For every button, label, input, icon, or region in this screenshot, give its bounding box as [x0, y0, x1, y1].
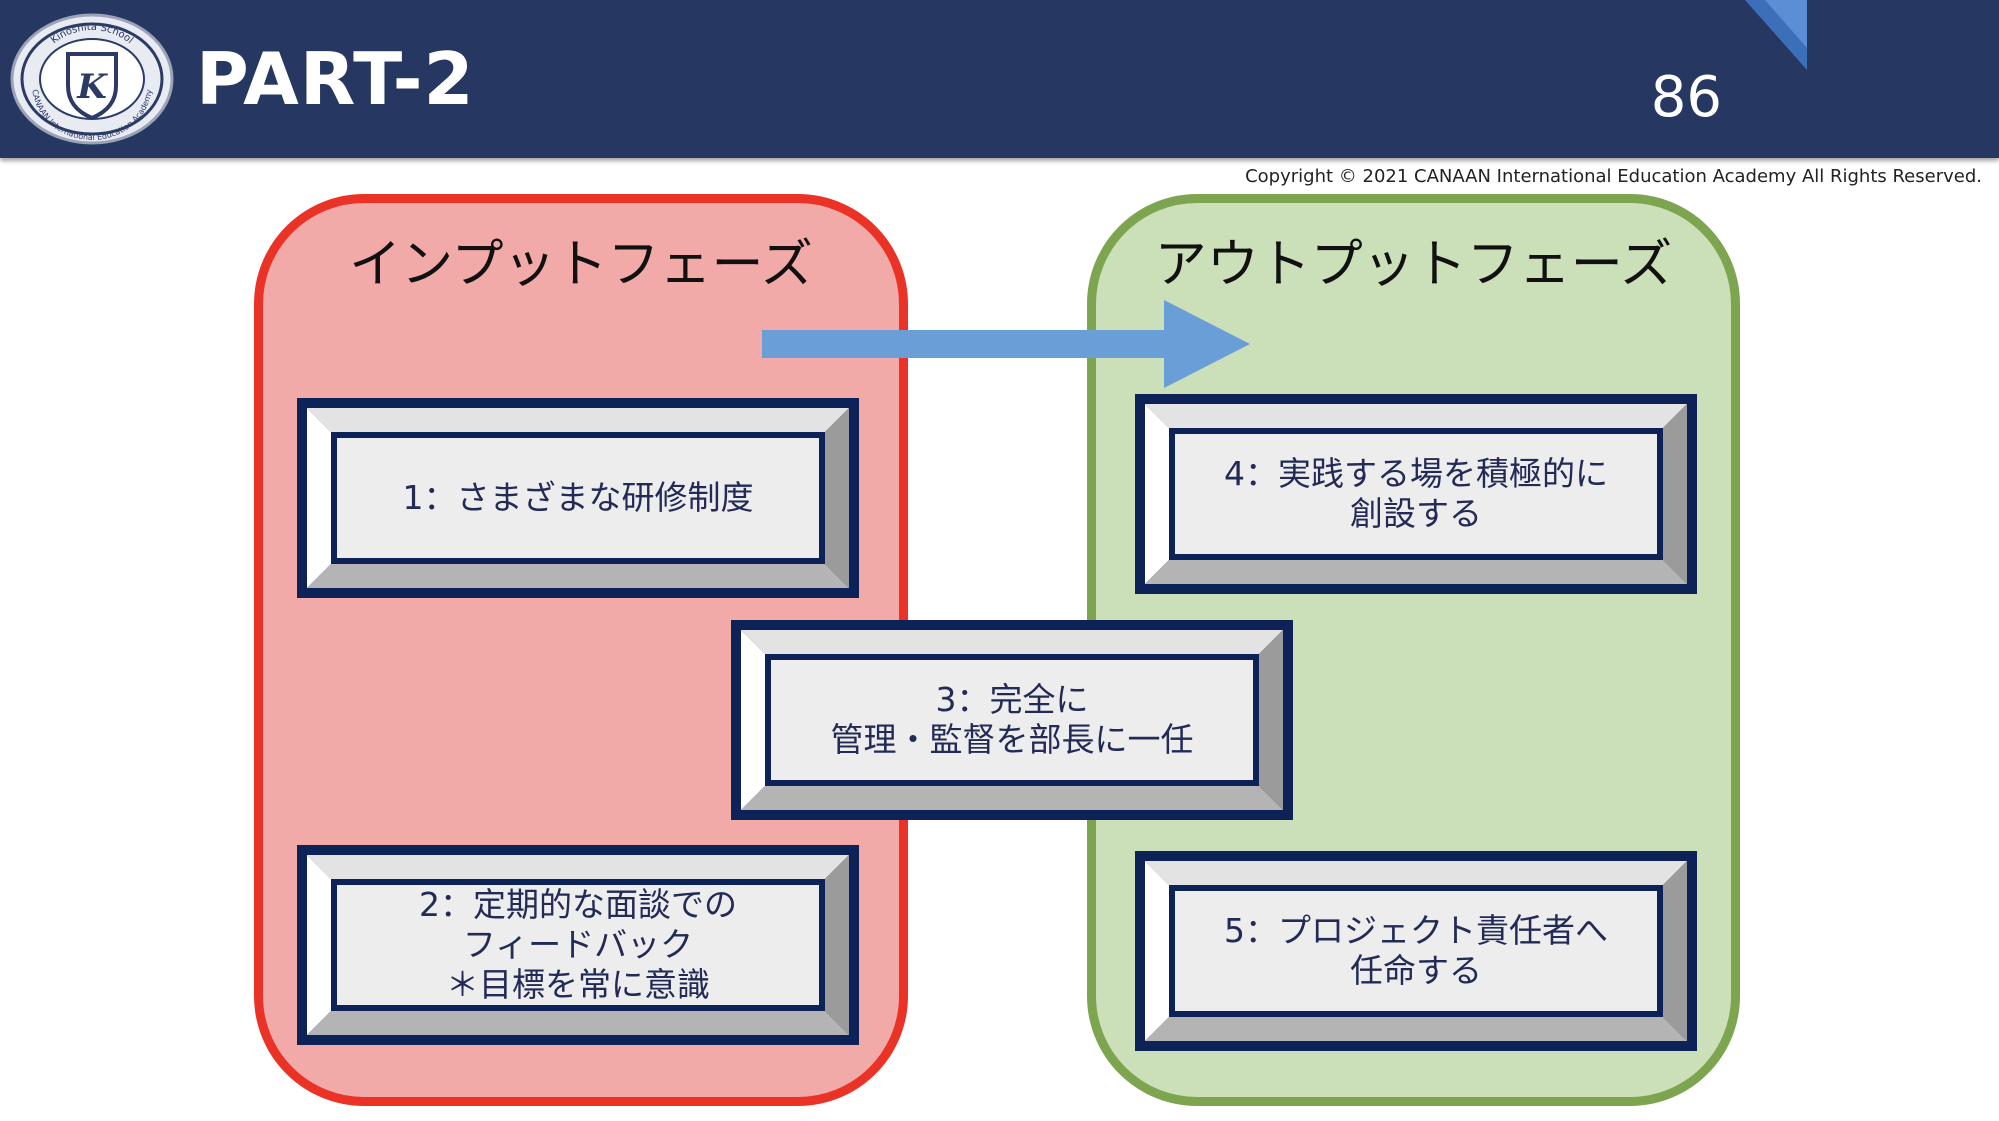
step-text: 3：完全に 管理・監督を部長に一任: [771, 656, 1253, 784]
step-box-3: 3：完全に 管理・監督を部長に一任: [731, 620, 1293, 820]
bevel-frame: [297, 845, 859, 1045]
step-line: 任命する: [1350, 951, 1482, 990]
school-crest-icon: Kinoshita School CANAAN International Ed…: [10, 13, 174, 145]
bevel-frame: [1135, 394, 1697, 594]
page-title: PART-2: [196, 37, 475, 121]
step-line: 4：実践する場を積極的に: [1224, 454, 1608, 493]
copyright-notice: Copyright © 2021 CANAAN International Ed…: [1245, 166, 1982, 187]
corner-ribbon-icon: [1745, 0, 1807, 70]
header-bar: Kinoshita School CANAAN International Ed…: [0, 0, 1999, 158]
input-phase-title: インプットフェーズ: [349, 235, 813, 295]
bevel-frame: [297, 398, 859, 598]
bevel-frame: [1135, 851, 1697, 1051]
step-line: 1：さまざまな研修制度: [402, 478, 754, 517]
step-text: 5：プロジェクト責任者へ 任命する: [1175, 887, 1657, 1015]
step-line: 2：定期的な面談での: [419, 885, 737, 924]
step-text: 2：定期的な面談での フィードバック ＊目標を常に意識: [337, 881, 819, 1009]
step-box-1: 1：さまざまな研修制度: [297, 398, 859, 598]
step-line: 管理・監督を部長に一任: [830, 720, 1194, 759]
step-line: 5：プロジェクト責任者へ: [1224, 911, 1608, 950]
logo-monogram: K: [76, 67, 108, 107]
step-line: 3：完全に: [935, 680, 1089, 719]
step-box-5: 5：プロジェクト責任者へ 任命する: [1135, 851, 1697, 1051]
step-box-4: 4：実践する場を積極的に 創設する: [1135, 394, 1697, 594]
step-line: ＊目標を常に意識: [446, 965, 710, 1004]
page-number: 86: [1650, 65, 1722, 130]
right-arrow-icon: [762, 300, 1250, 388]
step-text: 1：さまざまな研修制度: [337, 434, 819, 562]
step-line: 創設する: [1350, 494, 1482, 533]
output-phase-title: アウトプットフェーズ: [1154, 235, 1673, 295]
bevel-frame: [731, 620, 1293, 820]
step-line: フィードバック: [462, 925, 694, 964]
step-text: 4：実践する場を積極的に 創設する: [1175, 430, 1657, 558]
step-box-2: 2：定期的な面談での フィードバック ＊目標を常に意識: [297, 845, 859, 1045]
